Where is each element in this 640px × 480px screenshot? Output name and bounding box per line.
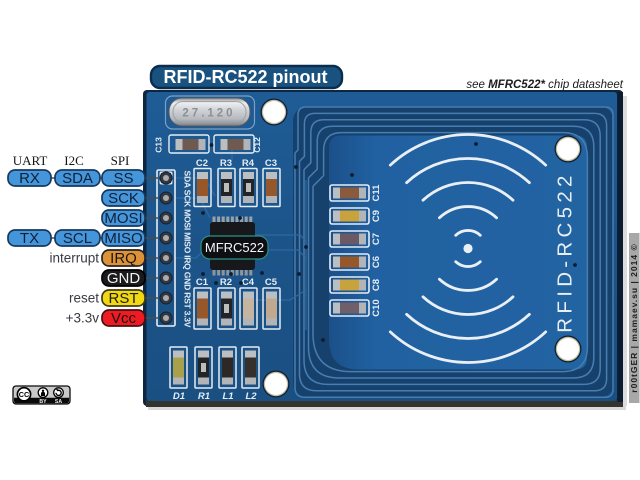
svg-text:C9: C9 xyxy=(371,210,382,222)
svg-text:C7: C7 xyxy=(371,233,382,245)
svg-text:R2: R2 xyxy=(220,277,232,288)
svg-text:r00tGER | mamaev.su | 2014 ©: r00tGER | mamaev.su | 2014 © xyxy=(629,243,639,392)
svg-text:Vcc: Vcc xyxy=(111,310,137,327)
svg-text:C8: C8 xyxy=(371,279,382,291)
svg-text:I2C: I2C xyxy=(64,153,84,168)
svg-text:27.120: 27.120 xyxy=(182,108,235,120)
svg-text:R4: R4 xyxy=(242,158,255,169)
svg-text:reset: reset xyxy=(69,291,99,306)
svg-text:UART: UART xyxy=(13,153,48,168)
svg-text:SS: SS xyxy=(113,170,133,187)
svg-text:SPI: SPI xyxy=(111,153,130,168)
svg-text:SA: SA xyxy=(55,399,62,405)
svg-text:TX: TX xyxy=(20,230,39,247)
svg-text:C1: C1 xyxy=(196,277,209,288)
svg-text:GND: GND xyxy=(107,270,141,287)
svg-text:RST: RST xyxy=(109,290,139,307)
svg-text:SCK: SCK xyxy=(108,190,139,207)
svg-text:RX: RX xyxy=(19,170,40,187)
svg-text:RFID-RC522 pinout: RFID-RC522 pinout xyxy=(164,67,328,87)
svg-text:CC: CC xyxy=(19,390,29,399)
svg-text:C12: C12 xyxy=(252,137,262,153)
svg-text:IRQ: IRQ xyxy=(110,250,137,267)
svg-text:C13: C13 xyxy=(154,137,164,153)
svg-text:R1: R1 xyxy=(198,391,210,402)
svg-text:MISO: MISO xyxy=(104,230,142,247)
svg-text:C4: C4 xyxy=(242,277,255,288)
svg-text:C11: C11 xyxy=(371,184,382,202)
svg-text:D1: D1 xyxy=(173,391,185,402)
svg-text:SCL: SCL xyxy=(63,230,92,247)
svg-text:BY: BY xyxy=(39,399,47,405)
svg-text:C2: C2 xyxy=(196,158,208,169)
svg-text:R3: R3 xyxy=(220,158,232,169)
svg-text:SDA SCK MOSI MISO IRQ GND RST: SDA SCK MOSI MISO IRQ GND RST 3.3V xyxy=(183,171,193,328)
svg-text:L2: L2 xyxy=(245,391,257,402)
svg-text:SDA: SDA xyxy=(62,170,93,187)
svg-text:L1: L1 xyxy=(222,391,233,402)
svg-text:RFID-RC522: RFID-RC522 xyxy=(554,171,577,332)
svg-text:see MFRC522* chip datasheet: see MFRC522* chip datasheet xyxy=(466,79,623,91)
svg-text:interrupt: interrupt xyxy=(49,251,99,266)
svg-text:C5: C5 xyxy=(265,277,278,288)
svg-text:C6: C6 xyxy=(371,256,382,268)
svg-text:MOSI: MOSI xyxy=(104,210,142,227)
svg-text:C10: C10 xyxy=(371,299,382,316)
svg-text:+3.3v: +3.3v xyxy=(66,311,100,326)
svg-text:C3: C3 xyxy=(265,158,277,169)
svg-text:MFRC522: MFRC522 xyxy=(205,240,264,255)
